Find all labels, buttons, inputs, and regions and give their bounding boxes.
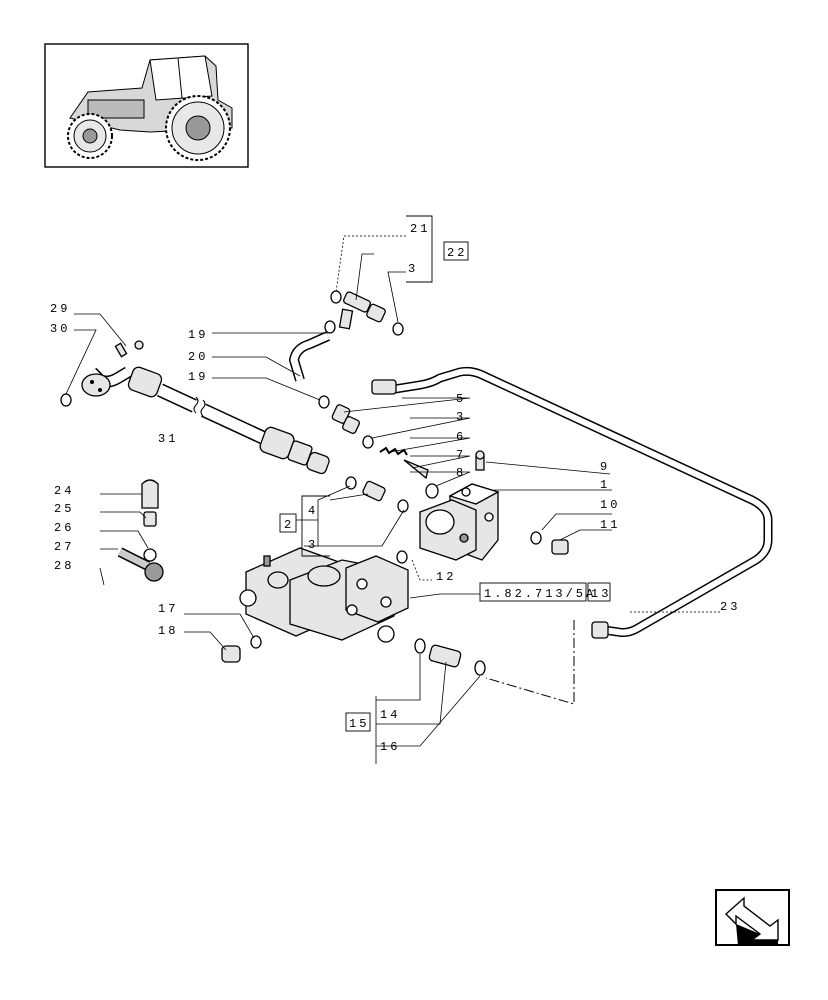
callout-25: 25 (54, 502, 74, 516)
callout-6: 6 (456, 430, 466, 444)
callout-1: 1 (600, 478, 610, 492)
callout-4: 4 (308, 504, 318, 518)
callout-27: 27 (54, 540, 74, 554)
check-valve-parts (331, 404, 439, 513)
fitting-22 (330, 290, 404, 336)
callout-3-lower: 3 (308, 538, 318, 552)
callout-boxes (279, 215, 611, 732)
seal-16 (474, 660, 486, 676)
callout-13: 13 (591, 587, 611, 601)
next-page-arrow-icon[interactable] (715, 889, 790, 946)
union-15 (428, 644, 462, 668)
hose-20 (288, 320, 336, 409)
callout-12: 12 (436, 570, 456, 584)
pipe-31 (81, 366, 330, 475)
assembly-line (485, 620, 575, 705)
callout-31: 31 (158, 432, 178, 446)
callout-10: 10 (600, 498, 620, 512)
distributor-13 (239, 547, 409, 643)
callout-28: 28 (54, 559, 74, 573)
callout-21: 21 (410, 222, 430, 236)
seal-30 (60, 393, 72, 407)
pipe-23 (371, 366, 773, 639)
callout-2: 2 (284, 518, 294, 532)
callout-7: 7 (456, 448, 466, 462)
bolt-29 (114, 342, 128, 358)
callout-29: 29 (50, 302, 70, 316)
callout-24: 24 (54, 484, 74, 498)
callout-19-bottom: 19 (188, 370, 208, 384)
bolt-29-head (134, 340, 144, 350)
callout-14: 14 (380, 708, 400, 722)
bolt-assembly-24-28 (117, 479, 164, 582)
washer-17 (250, 635, 262, 649)
callout-20: 20 (188, 350, 208, 364)
callout-26: 26 (54, 521, 74, 535)
callout-16: 16 (380, 740, 400, 754)
callout-18: 18 (158, 624, 178, 638)
callout-19-top: 19 (188, 328, 208, 342)
tractor-thumbnail-icon (44, 43, 249, 168)
callout-17: 17 (158, 602, 178, 616)
callout-5: 5 (456, 392, 466, 406)
callout-23: 23 (720, 600, 740, 614)
callout-3-mid: 3 (456, 410, 466, 424)
callout-3-top: 3 (408, 262, 418, 276)
callout-ref-1-82-713-5a: 1.82.713/5A (484, 587, 596, 601)
callout-30: 30 (50, 322, 70, 336)
callout-labels: 29 30 31 19 20 19 21 22 3 5 3 6 7 8 9 1 … (50, 222, 740, 754)
valve-block-1 (396, 450, 569, 564)
seal-14 (414, 638, 426, 654)
callout-9: 9 (600, 460, 610, 474)
callout-11: 11 (600, 518, 620, 532)
plug-18 (221, 645, 241, 663)
callout-22: 22 (447, 246, 467, 260)
leader-lines (65, 235, 720, 764)
callout-8: 8 (456, 466, 466, 480)
callout-15: 15 (349, 717, 369, 731)
